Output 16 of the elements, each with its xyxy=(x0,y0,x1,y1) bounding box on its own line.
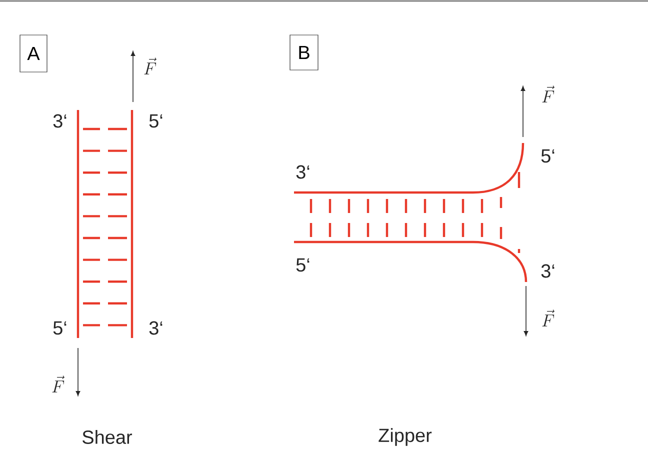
strand-end-label: 5‘ xyxy=(296,258,310,272)
force-label: $\vec{F}$ xyxy=(542,310,554,326)
force-label: $\vec{F}$ xyxy=(542,86,554,102)
strand-end-label: 3‘ xyxy=(53,114,66,128)
strand-end-label: 5‘ xyxy=(541,149,554,163)
strand-end-label: 3‘ xyxy=(541,264,554,278)
panel-label-box: B xyxy=(290,34,318,70)
panel-caption: Zipper xyxy=(378,428,432,446)
force-label: $\vec{F}$ xyxy=(52,376,64,392)
strand-end-label: 3‘ xyxy=(296,165,310,179)
strand-end-label: 3‘ xyxy=(149,321,162,335)
strand-end-label: 5‘ xyxy=(53,321,66,335)
panel-label-box: A xyxy=(20,34,48,72)
strand-end-label: 5‘ xyxy=(149,114,162,128)
panel-caption: Shear xyxy=(82,430,132,444)
force-label: $\vec{F}$ xyxy=(144,58,156,74)
